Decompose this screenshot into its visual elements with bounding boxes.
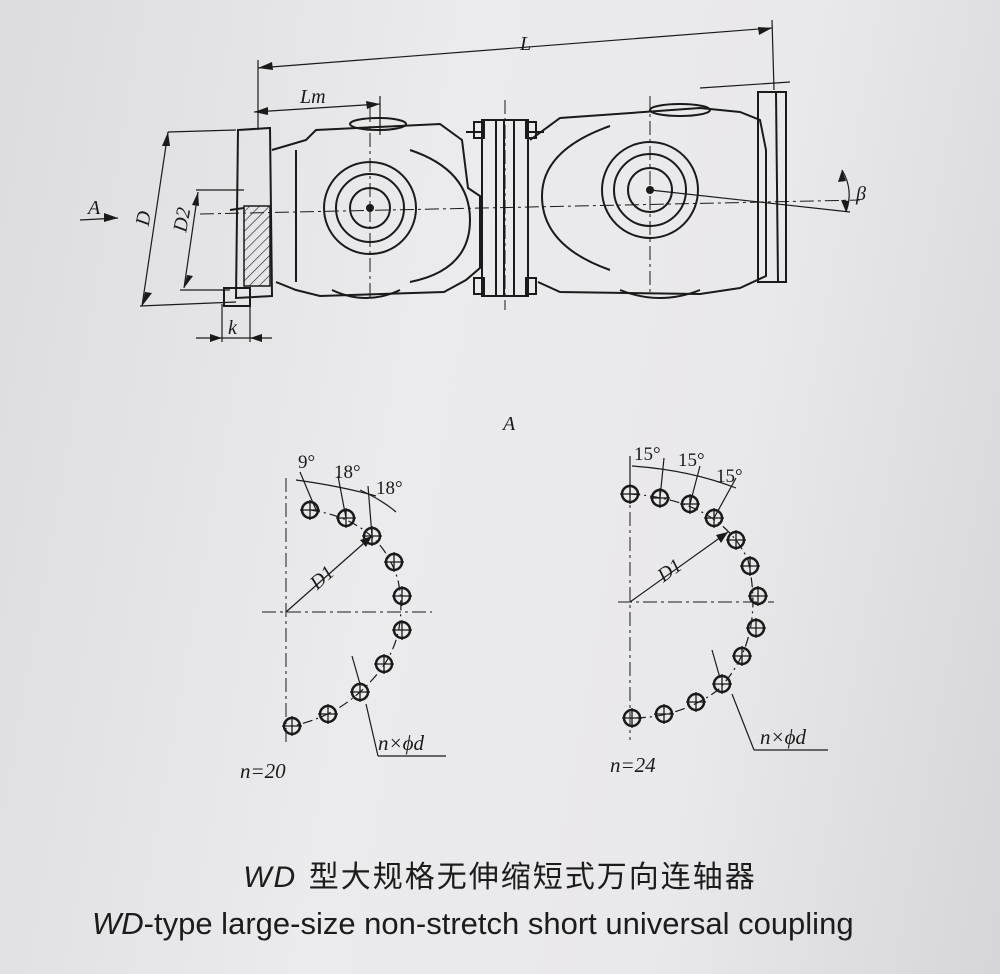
angle-label-2b: 15°: [678, 450, 705, 471]
angle-label-2a: 15°: [634, 444, 661, 465]
bolt-hole-2: [336, 508, 356, 528]
hole-label-1: n×ϕd: [378, 731, 425, 755]
view-arrow-label: A: [86, 197, 101, 219]
bolt-hole-6: [392, 620, 412, 640]
bolt-hole-3: [680, 494, 700, 514]
bolt-hole-10: [712, 674, 732, 694]
bolt-hole-2: [650, 488, 670, 508]
title-english: WD-type large-size non-stretch short uni…: [92, 906, 854, 942]
dim-label-k: k: [228, 317, 238, 339]
bolt-hole-5: [726, 530, 746, 550]
section-label: A: [501, 413, 516, 435]
title-code: WD: [243, 861, 298, 894]
angle-label-1a: 9°: [298, 452, 315, 473]
count-label-2: n=24: [610, 753, 656, 777]
dim-label-D: D: [132, 209, 156, 229]
title-chinese: WD 型大规格无伸缩短式万向连轴器: [0, 852, 1000, 896]
dim-label-beta: β: [855, 183, 866, 205]
bolt-hole-8: [746, 618, 766, 638]
bolt-hole-12: [654, 704, 674, 724]
radius-label-1: D1: [305, 561, 339, 594]
bolt-hole-4: [704, 508, 724, 528]
bolt-hole-5: [392, 586, 412, 606]
dim-label-L: L: [519, 33, 531, 55]
bolt-pattern-n24: D1 15° 15° 15° n×ϕd n=24: [610, 444, 828, 777]
bolt-pattern-n20: D1 9° 18° 18° n×ϕd n=20: [240, 452, 446, 783]
angle-label-1c: 18°: [376, 478, 403, 499]
title-english-code: WD: [92, 906, 144, 941]
title-chinese-text: 型大规格无伸缩短式万向连轴器: [308, 860, 757, 895]
dim-label-Lm: Lm: [299, 86, 326, 108]
angle-label-1b: 18°: [334, 462, 361, 483]
bolt-hole-7: [748, 586, 768, 606]
hole-label-2: n×ϕd: [760, 725, 807, 749]
angle-label-2c: 15°: [716, 466, 743, 487]
dim-label-D2: D2: [169, 206, 195, 235]
title-english-text: -type large-size non-stretch short unive…: [143, 906, 854, 941]
bolt-hole-11: [686, 692, 706, 712]
count-label-1: n=20: [240, 759, 286, 783]
coupling-assembly: L Lm D D2 k A: [79, 19, 866, 342]
